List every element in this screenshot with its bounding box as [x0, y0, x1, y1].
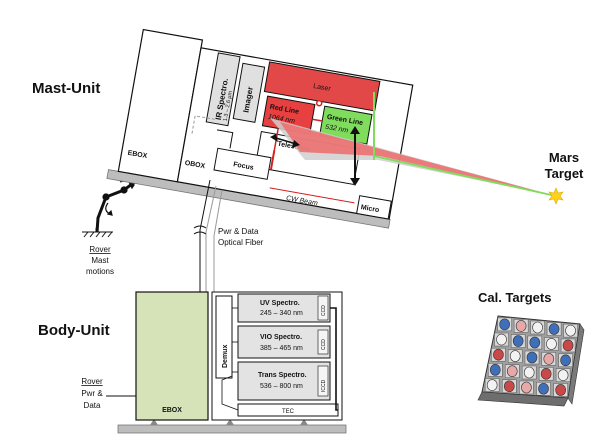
rover-pwr-rover: Rover [81, 377, 103, 386]
micro [356, 195, 392, 220]
vio-ccd [317, 329, 329, 355]
beam-combiner-icon [315, 99, 323, 107]
obox-label: OBOX [184, 160, 206, 171]
body-ebox-label: EBOX [162, 407, 182, 414]
ir-spectro [205, 52, 241, 127]
obox-mirror-path [216, 129, 234, 149]
cal-target-white [509, 350, 521, 362]
uv-spectro [237, 293, 331, 323]
cal-target-red [503, 380, 515, 393]
mast-motion-mast: Mast [91, 256, 109, 265]
mast-motion-motions: motions [86, 267, 114, 276]
imager [232, 62, 266, 123]
cal-target-blue [499, 318, 510, 331]
mast-unit-assembly: EBOX OBOX IR Spectro. 1.3 – 2.6 µm Image… [106, 28, 414, 229]
ir-spectro-range: 1.3 – 2.6 µm [223, 90, 234, 122]
cal-target-red [555, 384, 566, 396]
vio-spectro-name: VIO Spectro. [260, 334, 302, 341]
green-beam-to-target [373, 155, 557, 197]
cal-target-white [486, 379, 498, 391]
micro-label: Micro [360, 204, 380, 214]
demux [215, 295, 233, 379]
rover-pwr-pwr: Pwr & [81, 389, 103, 398]
red-line-wavelength: 1064 nm [267, 114, 295, 126]
vio-ccd-label: CCD [321, 339, 327, 350]
cal-target-white [523, 366, 535, 379]
mars-target-star-icon [548, 187, 564, 205]
mast-unit-title: Mast-Unit [32, 80, 100, 97]
trans-iccd [317, 365, 329, 397]
cal-target-blue [489, 364, 501, 376]
cal-target-white [565, 324, 576, 337]
cal-target-blue [538, 382, 549, 395]
cal-target-blue [548, 323, 560, 335]
cal-target-blue [529, 336, 541, 349]
focus-arrow [275, 137, 297, 145]
cal-targets-panel [477, 315, 585, 407]
cal-target-white [546, 338, 557, 350]
body-ebox [135, 291, 209, 421]
body-base-plate [117, 424, 347, 434]
body-unit-title: Body-Unit [38, 322, 110, 339]
trans-spectro [237, 361, 331, 401]
mars-label: Mars [549, 150, 579, 165]
rover-pwr-data: Data [84, 401, 101, 410]
vio-spectro-range: 385 – 465 nm [260, 345, 303, 352]
cal-target-white [532, 321, 543, 334]
cal-targets-title: Cal. Targets [478, 290, 551, 305]
uv-spectro-name: UV Spectro. [260, 300, 300, 307]
beam-red [280, 122, 556, 196]
beam-fold [269, 149, 276, 170]
mast-ebox-label: EBOX [127, 150, 148, 160]
trans-iccd-label: ICCD [321, 379, 327, 392]
cal-target-pink [543, 353, 555, 365]
target-label: Target [545, 166, 584, 181]
obox-internal-path [191, 115, 215, 134]
green-line-wavelength: 532 nm [325, 124, 349, 135]
cal-target-red [562, 339, 574, 352]
imager-label: Imager [242, 86, 255, 113]
focus-label: Focus [233, 161, 255, 171]
ground-hatch [82, 231, 113, 238]
cal-target-pink [515, 320, 527, 332]
fiber-label-line2: Optical Fiber [218, 238, 264, 247]
tec-label: TEC [282, 409, 295, 415]
focus [213, 147, 272, 180]
uv-ccd [317, 295, 329, 321]
uv-ccd-label: CCD [321, 305, 327, 316]
trans-spectro-name: Trans Spectro. [258, 372, 307, 379]
body-mount-feet [150, 419, 308, 425]
beam-grey [270, 118, 556, 196]
vio-spectro [237, 325, 331, 359]
cal-target-red [493, 348, 504, 361]
cal-target-white [557, 369, 569, 381]
cal-target-red [540, 368, 552, 380]
cal-target-blue [512, 335, 524, 347]
mast-joint-icon [102, 180, 135, 216]
demux-label: Demux [222, 345, 229, 368]
trans-spectro-range: 536 – 800 nm [260, 383, 303, 390]
cal-target-white [496, 333, 507, 346]
cal-target-blue [526, 351, 538, 364]
fiber-label-line1: Pwr & Data [218, 227, 259, 236]
demux-wiring [221, 307, 338, 411]
mast-motion-rover: Rover [89, 245, 111, 254]
fiber-break-icon [193, 225, 207, 235]
cal-target-grid [484, 317, 578, 397]
cal-target-blue [560, 354, 571, 367]
laser-link [312, 118, 323, 122]
laser-label: Laser [313, 83, 332, 93]
cal-target-pink [521, 381, 532, 394]
uv-spectro-range: 245 – 340 nm [260, 310, 303, 317]
cal-target-pink [506, 365, 518, 377]
cw-beam-line [269, 187, 355, 204]
